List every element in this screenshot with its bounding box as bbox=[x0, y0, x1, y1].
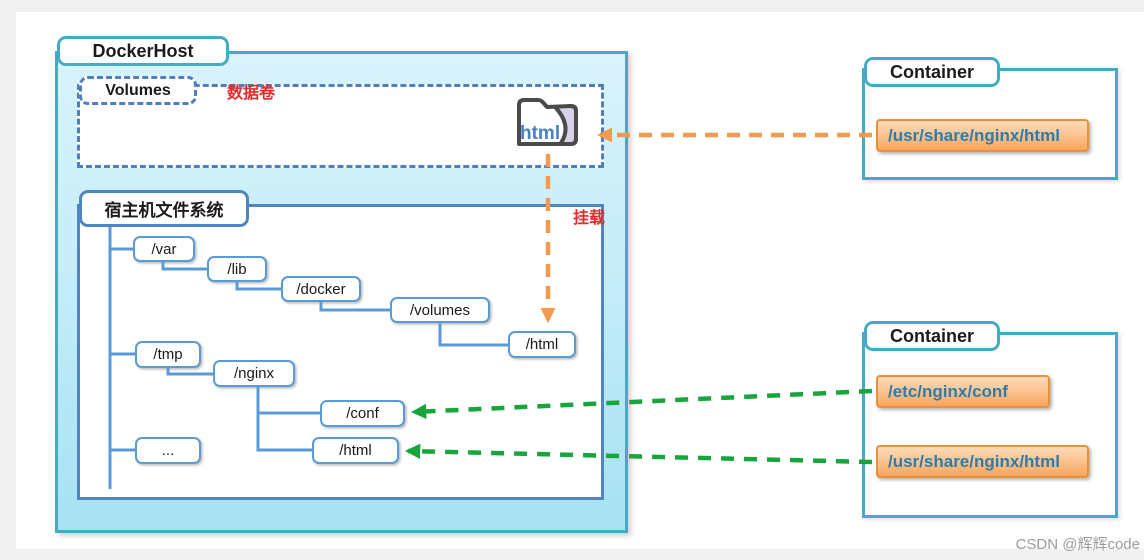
tree-node-ellipsis: ... bbox=[135, 437, 201, 464]
container-bottom-label: Container bbox=[864, 321, 1000, 351]
tree-node-conf: /conf bbox=[320, 400, 405, 427]
tree-node-volumes: /volumes bbox=[390, 297, 490, 323]
container-bottom-path-conf: /etc/nginx/conf bbox=[876, 375, 1050, 408]
data-volume-annotation: 数据卷 bbox=[227, 85, 276, 102]
tree-node-tmp: /tmp bbox=[135, 341, 201, 368]
dockerhost-label-text: DockerHost bbox=[92, 40, 194, 61]
dockerhost-label: DockerHost bbox=[57, 36, 229, 66]
host-filesystem-label: 宿主机文件系统 bbox=[79, 190, 249, 227]
container-top-label: Container bbox=[864, 57, 1000, 87]
tree-node-html-nginx: /html bbox=[312, 437, 399, 464]
folder-label: html bbox=[520, 123, 561, 144]
tree-node-var: /var bbox=[133, 236, 195, 262]
tree-node-nginx: /nginx bbox=[213, 360, 295, 387]
container-bottom-path-html: /usr/share/nginx/html bbox=[876, 445, 1089, 478]
watermark: CSDN @辉辉code bbox=[1015, 536, 1140, 553]
tree-node-docker: /docker bbox=[281, 276, 361, 302]
container-top-label-text: Container bbox=[889, 61, 974, 82]
mount-annotation: 挂载 bbox=[573, 210, 606, 227]
tree-node-html-volume: /html bbox=[508, 331, 576, 358]
folder-icon bbox=[517, 98, 578, 146]
html-folder-icon: html bbox=[512, 91, 590, 154]
container-bottom-label-text: Container bbox=[889, 325, 974, 346]
container-top-path-html: /usr/share/nginx/html bbox=[876, 119, 1089, 152]
volumes-label-text: Volumes bbox=[105, 81, 171, 99]
volumes-label: Volumes bbox=[79, 76, 197, 105]
tree-node-lib: /lib bbox=[207, 256, 267, 282]
container-bottom-box bbox=[862, 332, 1118, 518]
volumes-region bbox=[77, 84, 604, 168]
host-filesystem-label-text: 宿主机文件系统 bbox=[104, 201, 224, 220]
